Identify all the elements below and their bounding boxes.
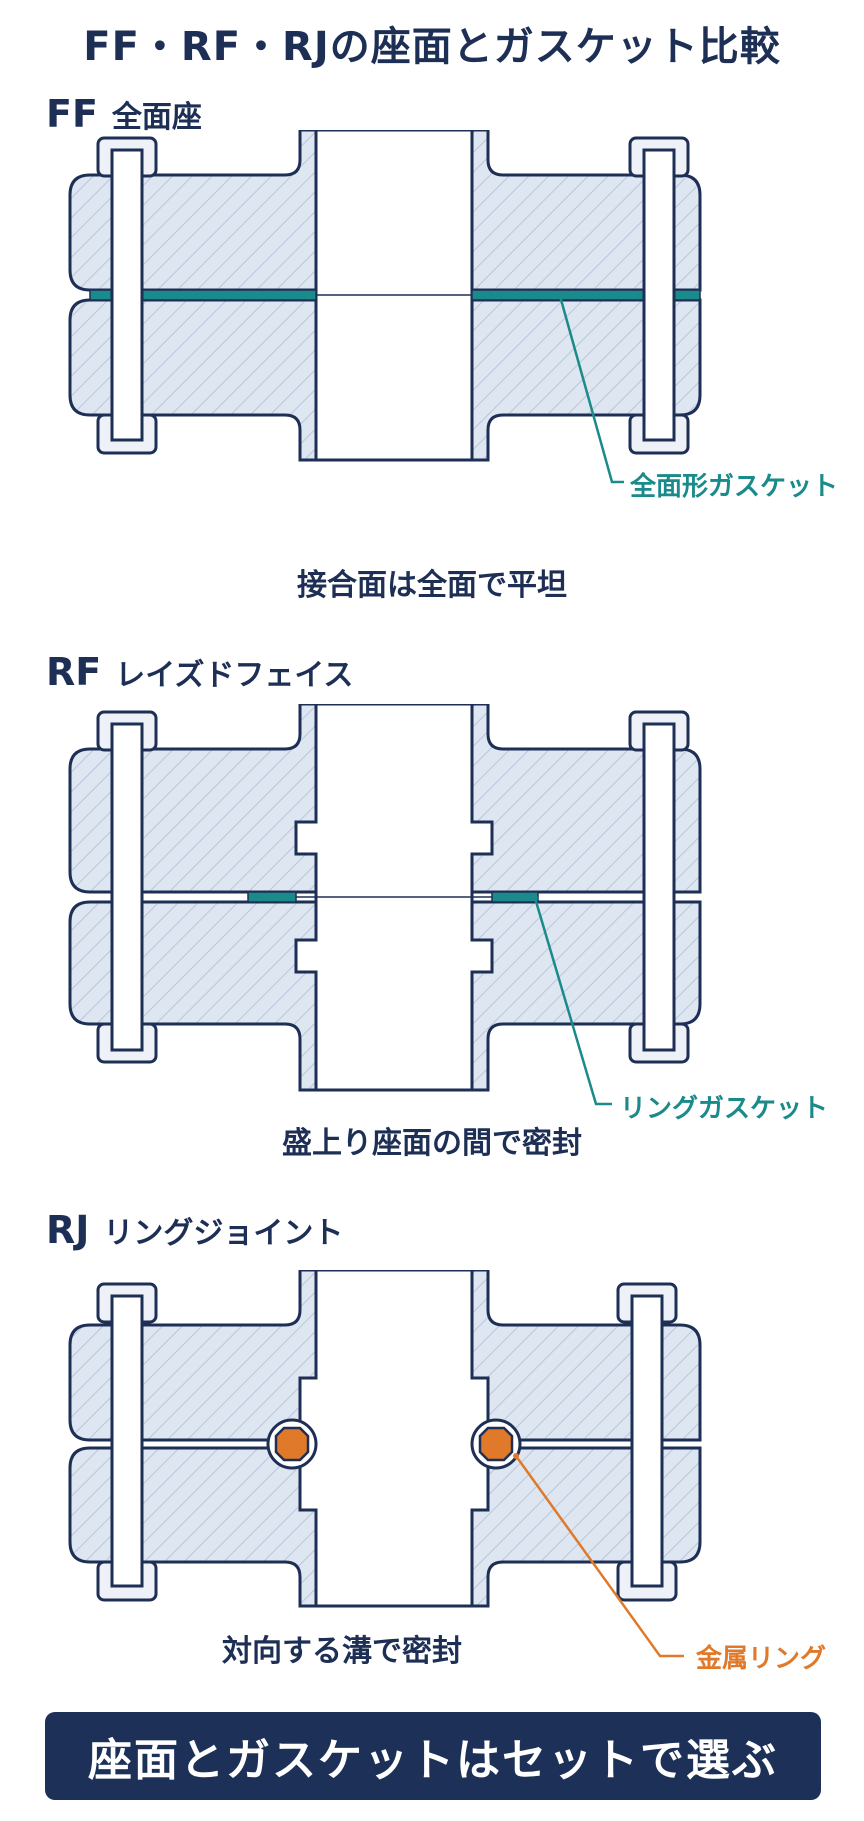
rj-ring-right [478,1426,514,1462]
ff-caption: 接合面は全面で平坦 [297,568,567,603]
ff-callout-leader [558,295,624,484]
rj-bolt-left [96,1282,158,1602]
rj-section-heading: RJ リングジョイント [46,1208,343,1252]
ff-code: FF [46,92,98,136]
rf-gasket-left [247,891,297,903]
rj-bore [298,1270,490,1608]
rf-name: レイズドフェイス [115,658,354,693]
rf-gasket-callout: リングガスケット [620,1094,829,1124]
footer-banner: 座面とガスケットはセットで選ぶ [45,1712,821,1800]
rf-section-heading: RF レイズドフェイス [46,650,353,694]
ff-flange-diagram [68,130,702,484]
rj-code: RJ [46,1208,90,1252]
rj-caption: 対向する溝で密封 [222,1634,462,1669]
ff-gasket-left [89,289,317,301]
rf-flange-diagram [68,704,702,1106]
rj-callout-leader [514,1455,684,1658]
rf-caption: 盛上り座面の間で密封 [282,1126,582,1161]
rf-bolt-right [628,710,690,1064]
rf-bolt-left [96,710,158,1064]
rj-flange-diagram [68,1270,702,1658]
rf-code: RF [46,650,102,694]
rj-ring-left [274,1426,310,1462]
ff-bolt-left [96,136,158,455]
rj-ring-callout: 金属リング [696,1644,827,1674]
rf-gasket-right [491,891,539,903]
ff-name: 全面座 [111,100,202,135]
rj-name: リングジョイント [103,1216,344,1251]
ff-section-heading: FF 全面座 [46,92,202,136]
page-title: FF・RF・RJの座面とガスケット比較 [83,24,781,70]
ff-gasket-callout: 全面形ガスケット [630,472,839,502]
rf-callout-leader [533,897,612,1106]
ff-bolt-right [628,136,690,455]
ff-gasket-right [471,289,701,301]
rj-bolt-right [616,1282,678,1602]
